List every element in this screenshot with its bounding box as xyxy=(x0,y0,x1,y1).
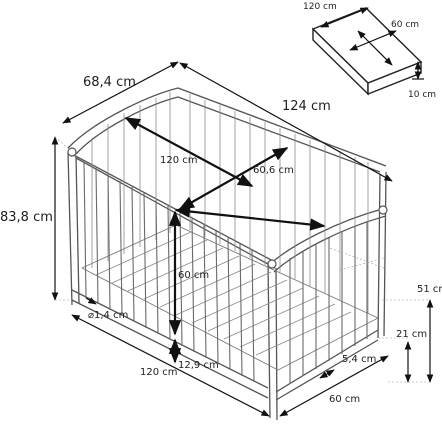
inner-length-arrow xyxy=(124,117,254,187)
slat-diameter-pointer xyxy=(85,297,97,305)
slat-diameter-label: ⌀1,4 cm xyxy=(88,310,128,321)
mattress-illustration xyxy=(311,7,424,96)
mattress-length-label: 120 cm xyxy=(303,2,337,12)
mattress-width-label: 60 cm xyxy=(391,20,419,30)
base-width-label: 60 cm xyxy=(329,394,360,405)
inner-width-arrow xyxy=(178,147,289,210)
inner-width-label: 60,6 cm xyxy=(253,165,294,176)
mattress-thickness-label: 10 cm xyxy=(408,90,436,100)
back-top-rail xyxy=(67,87,387,167)
slat-gap-arrow xyxy=(319,369,335,379)
left-head-slats xyxy=(91,92,171,268)
left-head-post xyxy=(67,151,73,306)
back-post-knob xyxy=(378,205,388,215)
front-head-panel-curve-2 xyxy=(273,215,387,273)
front-corner-post-2 xyxy=(275,267,278,421)
back-right-post xyxy=(377,173,381,339)
crib-frame xyxy=(67,87,388,421)
overall-height-label: 83,8 cm xyxy=(0,210,53,225)
left-post-knob xyxy=(67,147,77,157)
front-corner-post xyxy=(267,261,271,419)
bottom-length-arrow xyxy=(71,314,270,417)
overall-depth-label: 68,4 cm xyxy=(83,75,136,90)
slat-gap-label: 5,4 cm xyxy=(342,354,376,365)
back-top-rail-inner xyxy=(75,96,381,173)
front-top-rail xyxy=(67,151,276,263)
mattress-length-arrow xyxy=(320,7,369,28)
length-arrow xyxy=(179,62,393,182)
side-height-label: 60 cm xyxy=(178,270,209,281)
mattress-length-arrow-2 xyxy=(357,30,393,66)
depth-arrow xyxy=(62,61,179,124)
inner-length-arrow-lower xyxy=(174,205,326,231)
bottom-length-label: 120 cm xyxy=(140,367,178,378)
left-head-post-inner xyxy=(75,155,80,304)
dimension-labels: 120 cm 60 cm 10 cm 68,4 cm 124 cm 83,8 c… xyxy=(0,2,442,405)
inner-length-label: 120 cm xyxy=(160,155,198,166)
base-width-arrow xyxy=(279,355,389,417)
mattress-level-label: 51 cm xyxy=(417,284,442,295)
dimension-lines xyxy=(51,61,434,417)
front-post-knob xyxy=(267,259,277,269)
overall-length-label: 124 cm xyxy=(282,99,331,114)
front-head-panel-curve xyxy=(267,207,387,267)
base-slats xyxy=(95,231,352,356)
leg-height-label: 21 cm xyxy=(396,329,427,340)
back-right-post-inner xyxy=(383,171,387,337)
base-clearance-label: 12,9 cm xyxy=(178,360,219,371)
